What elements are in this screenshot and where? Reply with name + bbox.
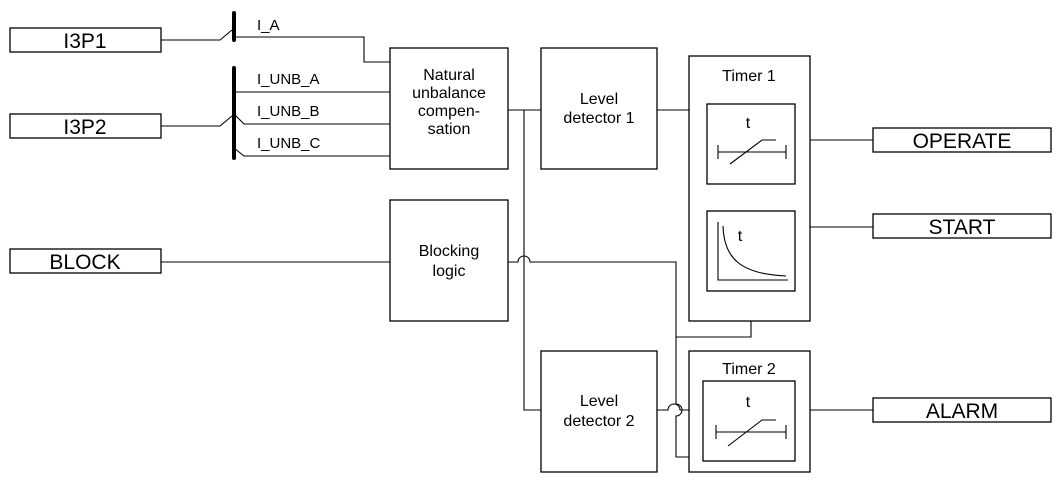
- inverse-time-curve-icon: t: [706, 210, 796, 292]
- wire-i-a: [234, 36, 390, 63]
- timer-1-inverse-t-label: t: [738, 228, 743, 245]
- input-i3p2: I3P2: [9, 113, 162, 139]
- output-label-alarm: ALARM: [926, 400, 998, 423]
- output-label-operate: OPERATE: [913, 130, 1012, 153]
- level-detector-1-line-1: Level: [580, 91, 618, 108]
- timer-2-t-label: t: [746, 394, 751, 411]
- signal-label-i-unb-c: I_UNB_C: [257, 135, 321, 152]
- block-blocking-logic: Blocking logic: [389, 199, 509, 322]
- input-block: BLOCK: [9, 248, 162, 274]
- block-level-detector-1: Level detector 1: [540, 47, 658, 170]
- block-natural-unbalance: Natural unbalance compen- sation: [389, 47, 509, 170]
- input-label-block: BLOCK: [49, 251, 120, 274]
- natural-unbalance-line-1: Natural: [423, 67, 475, 84]
- timer-2-title: Timer 2: [722, 361, 776, 378]
- wire-i-unb-c: [233, 147, 390, 157]
- signal-label-i-unb-a: I_UNB_A: [257, 71, 320, 88]
- output-label-start: START: [929, 216, 996, 239]
- output-operate: OPERATE: [872, 127, 1052, 153]
- signal-label-i-a: I_A: [257, 17, 280, 34]
- natural-unbalance-line-2: unbalance: [412, 85, 486, 102]
- block-timer-1: Timer 1 t t: [688, 55, 811, 322]
- level-detector-1-line-2: detector 1: [563, 110, 634, 127]
- wires: [161, 29, 873, 458]
- definite-time-curve-icon: t: [706, 103, 796, 185]
- blocking-logic-line-1: Blocking: [419, 243, 479, 260]
- wire-nat-to-ld2: [523, 110, 541, 411]
- level-detector-2-line-2: detector 2: [563, 413, 634, 430]
- timer-1-t-label: t: [746, 115, 751, 132]
- input-label-i3p1: I3P1: [63, 30, 106, 53]
- wire-ld2-to-timer2: [657, 403, 703, 411]
- output-start: START: [872, 213, 1052, 239]
- natural-unbalance-line-4: sation: [428, 121, 471, 138]
- blocking-logic-line-2: logic: [433, 263, 466, 280]
- input-i3p1: I3P1: [9, 27, 162, 53]
- wire-blocking-out: [508, 255, 752, 338]
- wire-i-unb-b: [233, 113, 390, 125]
- wire-i3p1: [161, 29, 233, 41]
- level-detector-2-line-1: Level: [580, 393, 618, 410]
- wire-i3p2: [161, 115, 233, 127]
- wire-blocking-to-timer2: [675, 337, 752, 458]
- definite-time-curve-icon: t: [702, 380, 796, 462]
- block-level-detector-2: Level detector 2: [540, 350, 658, 473]
- input-label-i3p2: I3P2: [63, 116, 106, 139]
- timer-1-title: Timer 1: [722, 68, 776, 85]
- natural-unbalance-line-3: compen-: [418, 103, 480, 120]
- output-alarm: ALARM: [872, 397, 1052, 423]
- signal-label-i-unb-b: I_UNB_B: [257, 103, 320, 120]
- block-timer-2: Timer 2 t: [688, 350, 811, 473]
